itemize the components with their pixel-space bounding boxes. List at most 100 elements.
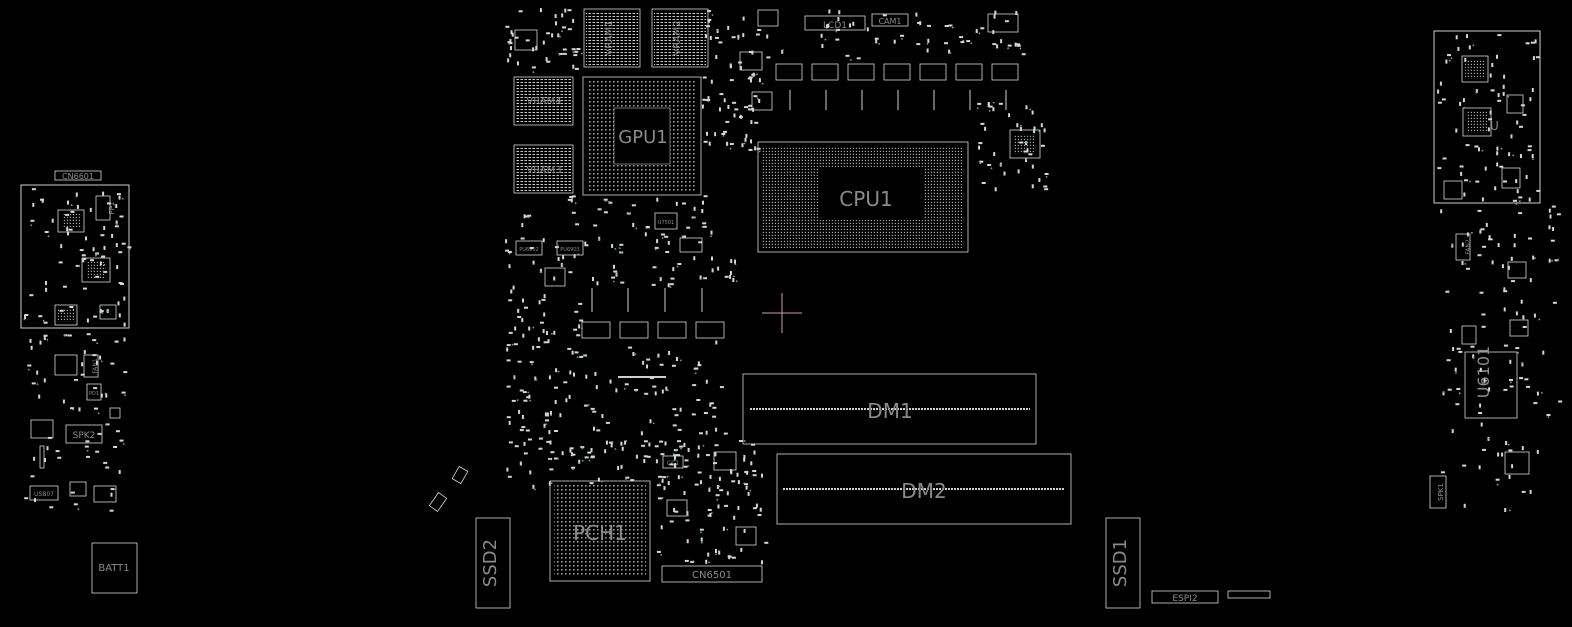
chip-left-5[interactable] xyxy=(54,354,78,376)
chip-pu6902[interactable] xyxy=(515,240,543,256)
slot-ssd2[interactable] xyxy=(475,517,511,609)
connector-cam1[interactable] xyxy=(871,13,909,27)
connector-1228[interactable] xyxy=(1227,590,1271,599)
slot-dm2[interactable] xyxy=(776,453,1072,525)
via xyxy=(625,440,628,442)
vrm-phase-4[interactable] xyxy=(883,63,911,81)
connector-fan1[interactable] xyxy=(83,354,99,378)
chip-right-4[interactable] xyxy=(1501,167,1521,189)
chip-714[interactable] xyxy=(713,451,737,471)
chip-752[interactable] xyxy=(751,91,773,111)
part-angled-2[interactable] xyxy=(428,492,448,512)
chip-u6101[interactable] xyxy=(1464,351,1518,419)
passive-component xyxy=(75,264,80,267)
passive-component xyxy=(697,471,702,474)
chip-gpu1[interactable] xyxy=(582,76,702,196)
chip-u7501[interactable] xyxy=(654,212,678,230)
gpu-vrm-4[interactable] xyxy=(695,321,725,339)
vrm-phase-5[interactable] xyxy=(919,63,947,81)
passive-component xyxy=(1463,192,1466,197)
part-left-usb-b[interactable] xyxy=(93,485,117,503)
part-fp1[interactable] xyxy=(95,195,111,221)
via xyxy=(124,394,126,397)
via xyxy=(708,561,710,564)
passive-component xyxy=(617,466,620,471)
passive-component xyxy=(661,478,664,483)
connector-batt1[interactable] xyxy=(91,542,138,594)
gpu-vrm-2[interactable] xyxy=(619,321,649,339)
chip-cpu1[interactable] xyxy=(757,141,969,253)
gpu-vrm-1[interactable] xyxy=(581,321,611,339)
chip-right-9[interactable] xyxy=(1504,451,1530,475)
via xyxy=(580,327,583,330)
chip-left-6[interactable] xyxy=(30,419,54,439)
chip-vram1[interactable] xyxy=(583,8,641,68)
chip-top-988[interactable] xyxy=(987,13,1019,33)
connector-fan2[interactable] xyxy=(1455,233,1471,261)
chip-667[interactable] xyxy=(666,499,688,517)
passive-component xyxy=(705,454,710,457)
vrm-phase-2[interactable] xyxy=(811,63,839,81)
passive-component xyxy=(682,202,686,205)
chip-pch1[interactable] xyxy=(549,480,651,582)
connector-spk2[interactable] xyxy=(65,424,103,444)
chip-right-7[interactable] xyxy=(1509,319,1529,337)
chip-right-1[interactable] xyxy=(1461,55,1489,83)
vrm-phase-3[interactable] xyxy=(847,63,875,81)
chip-736[interactable] xyxy=(735,526,757,546)
vrm-phase-7[interactable] xyxy=(991,63,1019,81)
chip-top-740[interactable] xyxy=(739,51,763,71)
slot-dm1[interactable] xyxy=(742,373,1037,445)
connector-usb07[interactable] xyxy=(29,485,59,501)
vrm-phase-1[interactable] xyxy=(775,63,803,81)
chip-left-3[interactable] xyxy=(54,304,78,326)
chip-right-6[interactable] xyxy=(1507,261,1527,279)
passive-component xyxy=(1496,146,1499,151)
slot-ssd1[interactable] xyxy=(1105,517,1141,609)
connector-lcd1[interactable] xyxy=(804,15,866,31)
chip-left-2[interactable] xyxy=(81,257,111,283)
chip-right-5[interactable] xyxy=(1506,94,1524,114)
passive-component xyxy=(697,453,700,458)
part-left-usb-a[interactable] xyxy=(69,481,87,497)
passive-component xyxy=(537,337,540,342)
chip-right-8[interactable] xyxy=(1461,325,1477,345)
small-components xyxy=(23,8,1563,565)
vrm-phase-6[interactable] xyxy=(955,63,983,81)
passive-component xyxy=(30,345,33,350)
passive-component xyxy=(1533,402,1538,405)
chip-left-2-pads xyxy=(86,262,106,278)
chip-top-758[interactable] xyxy=(757,9,779,27)
passive-component xyxy=(41,198,44,203)
passive-component xyxy=(1461,242,1464,247)
chip-vram4[interactable] xyxy=(513,76,574,126)
passive-component xyxy=(1475,89,1478,94)
part-left-sq[interactable] xyxy=(109,407,121,419)
chip-545[interactable] xyxy=(544,267,566,287)
connector-spk1[interactable] xyxy=(1429,475,1447,509)
via xyxy=(1547,416,1550,418)
passive-component xyxy=(709,474,712,479)
part-pd1[interactable] xyxy=(86,383,102,401)
part-angled-1[interactable] xyxy=(451,465,469,485)
gpu-vrm-3[interactable] xyxy=(657,321,687,339)
chip-vram2[interactable] xyxy=(651,8,709,68)
chip-right-3[interactable] xyxy=(1443,180,1463,200)
passive-component xyxy=(736,472,739,477)
chip-680[interactable] xyxy=(679,237,703,253)
passive-component xyxy=(39,340,42,345)
connector-cn6501[interactable] xyxy=(661,565,763,583)
chip-right-2[interactable] xyxy=(1462,107,1492,137)
passive-component xyxy=(65,213,70,216)
chip-vram3[interactable] xyxy=(513,144,574,194)
passive-component xyxy=(715,494,720,497)
chip-left-1[interactable] xyxy=(57,209,85,233)
chip-top-left[interactable] xyxy=(514,29,538,51)
connector-espi2[interactable] xyxy=(1151,590,1219,604)
passive-component xyxy=(750,139,752,144)
passive-component xyxy=(697,445,700,450)
connector-cn6601[interactable] xyxy=(54,170,102,181)
passive-component xyxy=(509,53,512,58)
passive-component xyxy=(507,41,512,44)
